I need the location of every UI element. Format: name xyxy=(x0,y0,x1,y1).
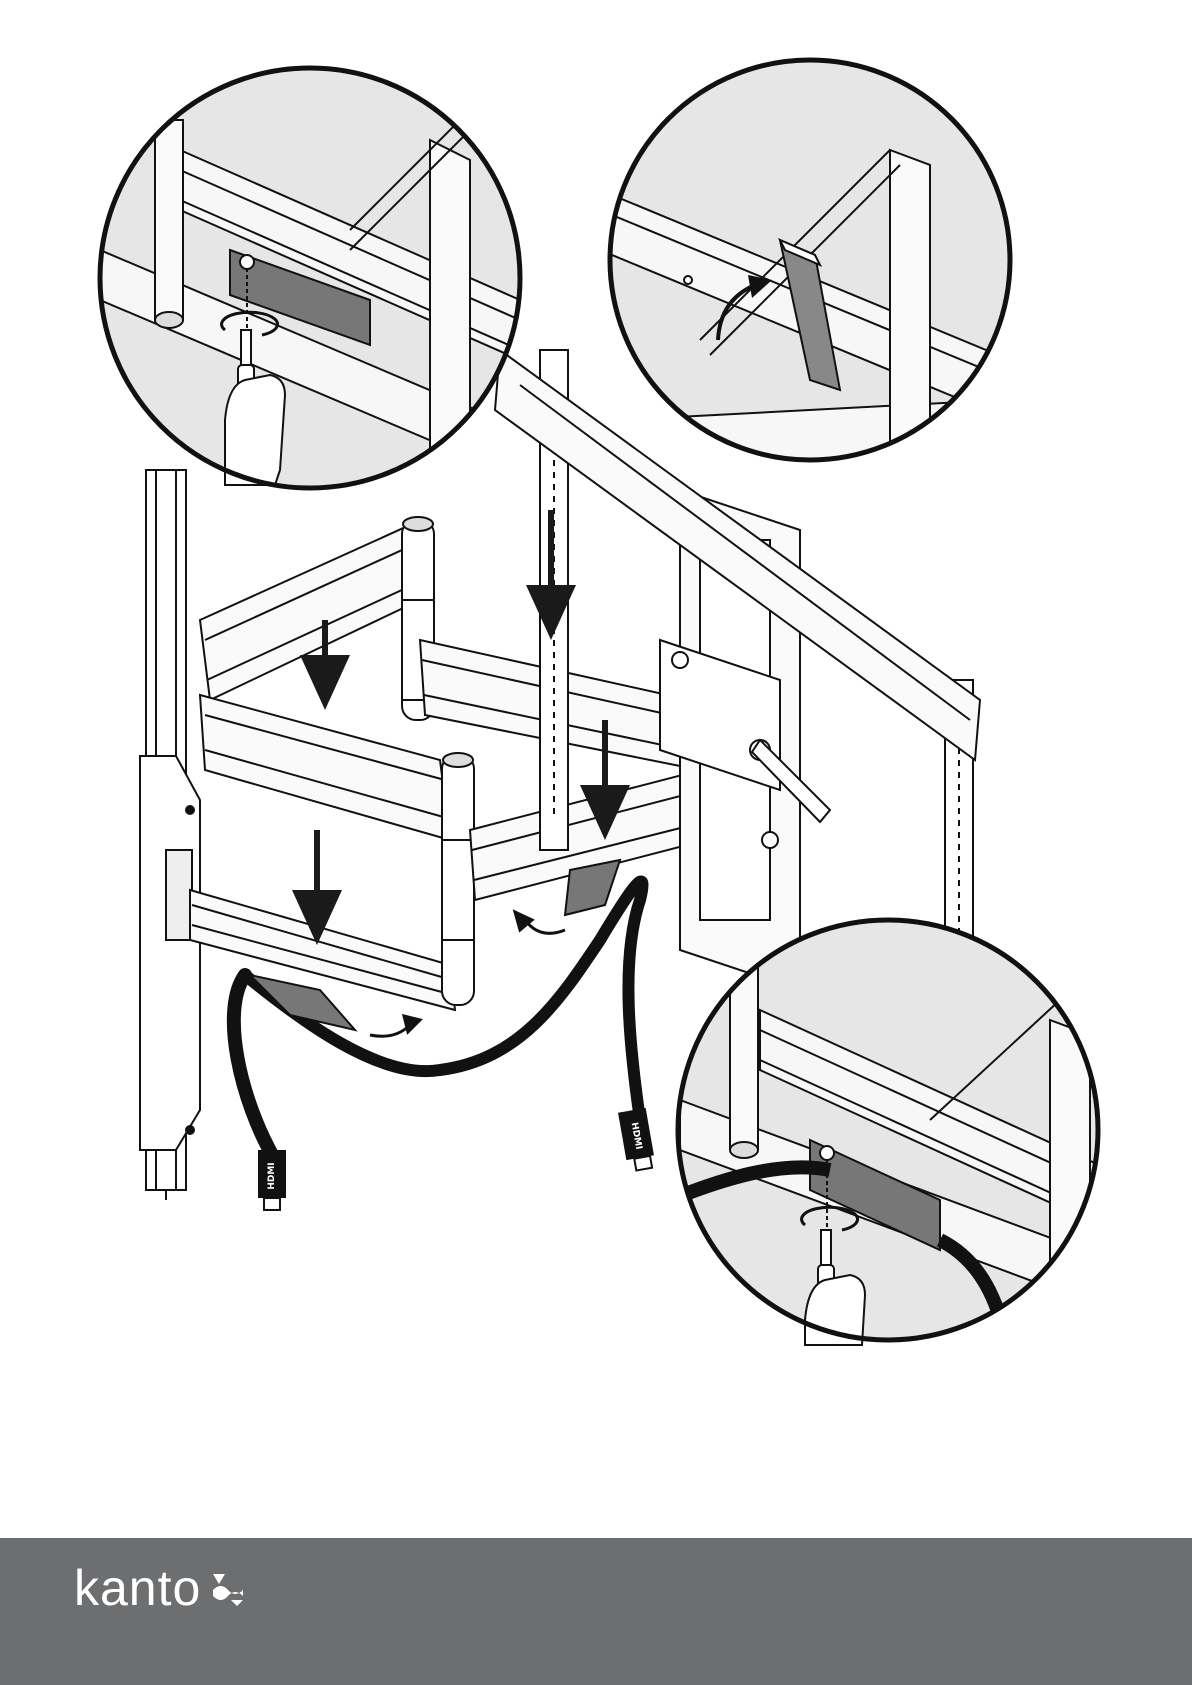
assembly-illustration: HDMI HDMI xyxy=(0,0,1192,1535)
hdmi-connector-right: HDMI xyxy=(618,1108,654,1171)
brand-name: kanto xyxy=(74,1558,201,1618)
kanto-wave-mark-icon xyxy=(211,1570,245,1606)
detail-inset-loosen-screw xyxy=(100,68,520,500)
hdmi-label-left: HDMI xyxy=(267,1162,277,1189)
lower-arm xyxy=(190,753,745,1010)
hdmi-connector-left: HDMI xyxy=(258,1150,286,1210)
wall-rail xyxy=(140,470,200,1200)
detail-inset-tighten-screw xyxy=(670,920,1110,1360)
hand-icon xyxy=(225,375,285,485)
brand-logo: kanto xyxy=(74,1558,245,1618)
detail-inset-flip-cover xyxy=(600,60,1010,480)
